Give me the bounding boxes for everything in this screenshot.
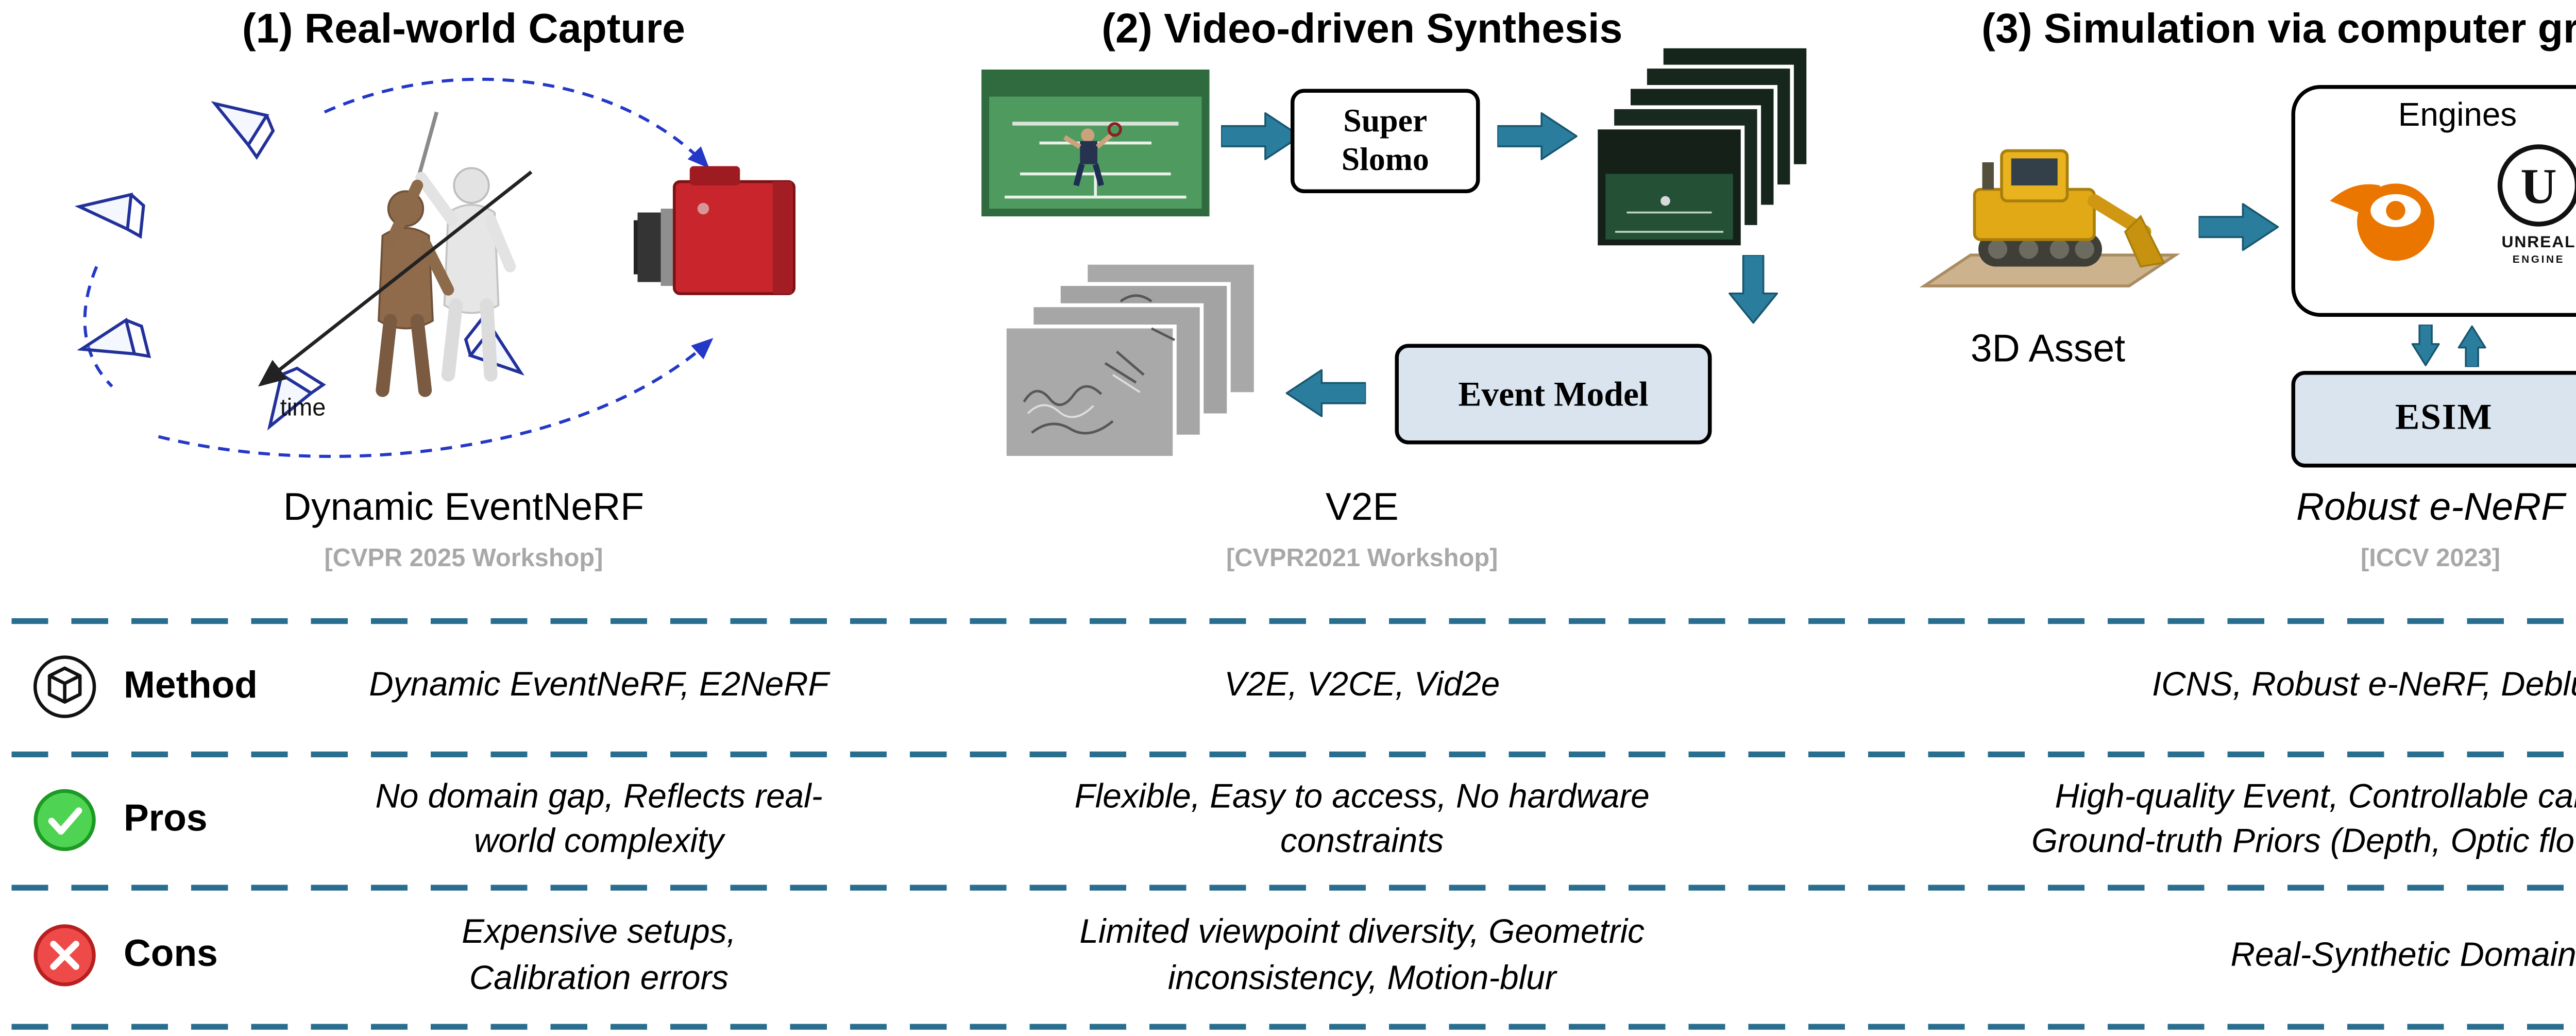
panel2-caption: V2E — [1325, 487, 1399, 530]
panel2-title: (2) Video-driven Synthesis — [1101, 6, 1623, 53]
arrow-right-icon — [2198, 203, 2279, 251]
interpolated-frames-stack — [1596, 46, 1810, 249]
separator-line-1 — [11, 618, 2576, 624]
unreal-icon: U UNREAL ENGINE — [2497, 144, 2576, 265]
pros-col2: Flexible, Easy to access, No hardware co… — [1074, 776, 1650, 860]
pros-row-header: Pros — [31, 759, 208, 879]
bulldozer-asset — [1919, 149, 2180, 287]
event-model-label: Event Model — [1458, 374, 1649, 413]
unreal-wordmark: UNREAL — [2502, 232, 2576, 251]
panel-simulation: (3) Simulation via computer graphics eng… — [1855, 0, 2576, 603]
person-gray — [415, 111, 516, 382]
arrow-down-icon — [2411, 325, 2440, 366]
super-slomo-box: Super Slomo — [1291, 89, 1480, 193]
esim-box: ESIM — [2291, 371, 2576, 468]
table-row-cons: Cons Expensive setups, Calibration error… — [0, 893, 2576, 1018]
event-camera — [634, 166, 796, 295]
unreal-letter: U — [2520, 159, 2556, 214]
arrow-down-icon — [1728, 255, 1778, 324]
row-label-pros: Pros — [124, 796, 208, 840]
arrow-left-icon — [1285, 369, 1366, 417]
table-row-method: Method Dynamic EventNeRF, E2NeRF V2E, V2… — [0, 626, 2576, 746]
method-col1: Dynamic EventNeRF, E2NeRF — [369, 665, 829, 704]
arrow-up-icon — [2458, 325, 2486, 367]
panel1-title: (1) Real-world Capture — [242, 6, 686, 53]
cube-icon — [33, 654, 96, 717]
asset-label: 3D Asset — [1970, 328, 2126, 371]
panel-real-world-capture: (1) Real-world Capture — [20, 0, 908, 603]
separator-line-2 — [11, 751, 2576, 757]
person-brown — [376, 179, 454, 397]
panel1-venue: [CVPR 2025 Workshop] — [324, 542, 603, 572]
tennis-player — [1063, 122, 1122, 186]
method-row-header: Method — [31, 626, 258, 746]
method-col2: V2E, V2CE, Vid2e — [1224, 665, 1500, 704]
super-slomo-label: Super Slomo — [1341, 103, 1429, 178]
cross-icon — [33, 924, 96, 987]
separator-line-3 — [11, 885, 2576, 891]
arrow-right-icon — [1497, 112, 1578, 160]
panel2-venue: [CVPR2021 Workshop] — [1226, 542, 1498, 572]
engines-box: Engines U UNREAL ENGINE — [2291, 85, 2576, 317]
panel3-caption: Robust e-NeRF — [2296, 487, 2565, 530]
engines-label: Engines — [2398, 96, 2517, 133]
real-world-capture-illustration: time — [39, 77, 796, 458]
panel-video-driven-synthesis: (2) Video-driven Synthesis Super Slomo — [908, 0, 1817, 603]
cons-row-header: Cons — [31, 893, 218, 1018]
separator-line-4 — [11, 1024, 2576, 1030]
panel3-venue: [ICCV 2023] — [2361, 542, 2500, 572]
pros-col3: High-quality Event, Controllable camera … — [2031, 776, 2576, 860]
panel1-caption: Dynamic EventNeRF — [283, 487, 645, 530]
cons-col1: Expensive setups, Calibration errors — [462, 912, 736, 996]
camera-trajectory-arcs — [83, 77, 714, 458]
esim-label: ESIM — [2395, 398, 2493, 439]
event-frames-stack — [1005, 263, 1256, 460]
panel3-title: (3) Simulation via computer graphics eng… — [1981, 6, 2576, 53]
time-arrow: time — [258, 171, 533, 420]
unreal-wordmark2: ENGINE — [2513, 253, 2565, 265]
time-label: time — [280, 394, 326, 420]
check-icon — [33, 788, 96, 851]
cons-col2: Limited viewpoint diversity, Geometric i… — [1079, 912, 1645, 996]
pros-col1: No domain gap, Reflects real- world comp… — [375, 776, 823, 860]
blender-icon — [2330, 183, 2434, 261]
row-label-method: Method — [124, 664, 258, 706]
input-video-thumbnail — [981, 70, 1210, 216]
row-label-cons: Cons — [124, 933, 218, 976]
cons-col3: Real-Synthetic Domain Gap — [2230, 935, 2576, 974]
method-col3: ICNS, Robust e-NeRF, Deblur e-NeRF — [2152, 665, 2576, 704]
event-model-box: Event Model — [1395, 344, 1712, 445]
arrow-right-icon — [1221, 112, 1301, 160]
table-row-pros: Pros No domain gap, Reflects real- world… — [0, 759, 2576, 879]
